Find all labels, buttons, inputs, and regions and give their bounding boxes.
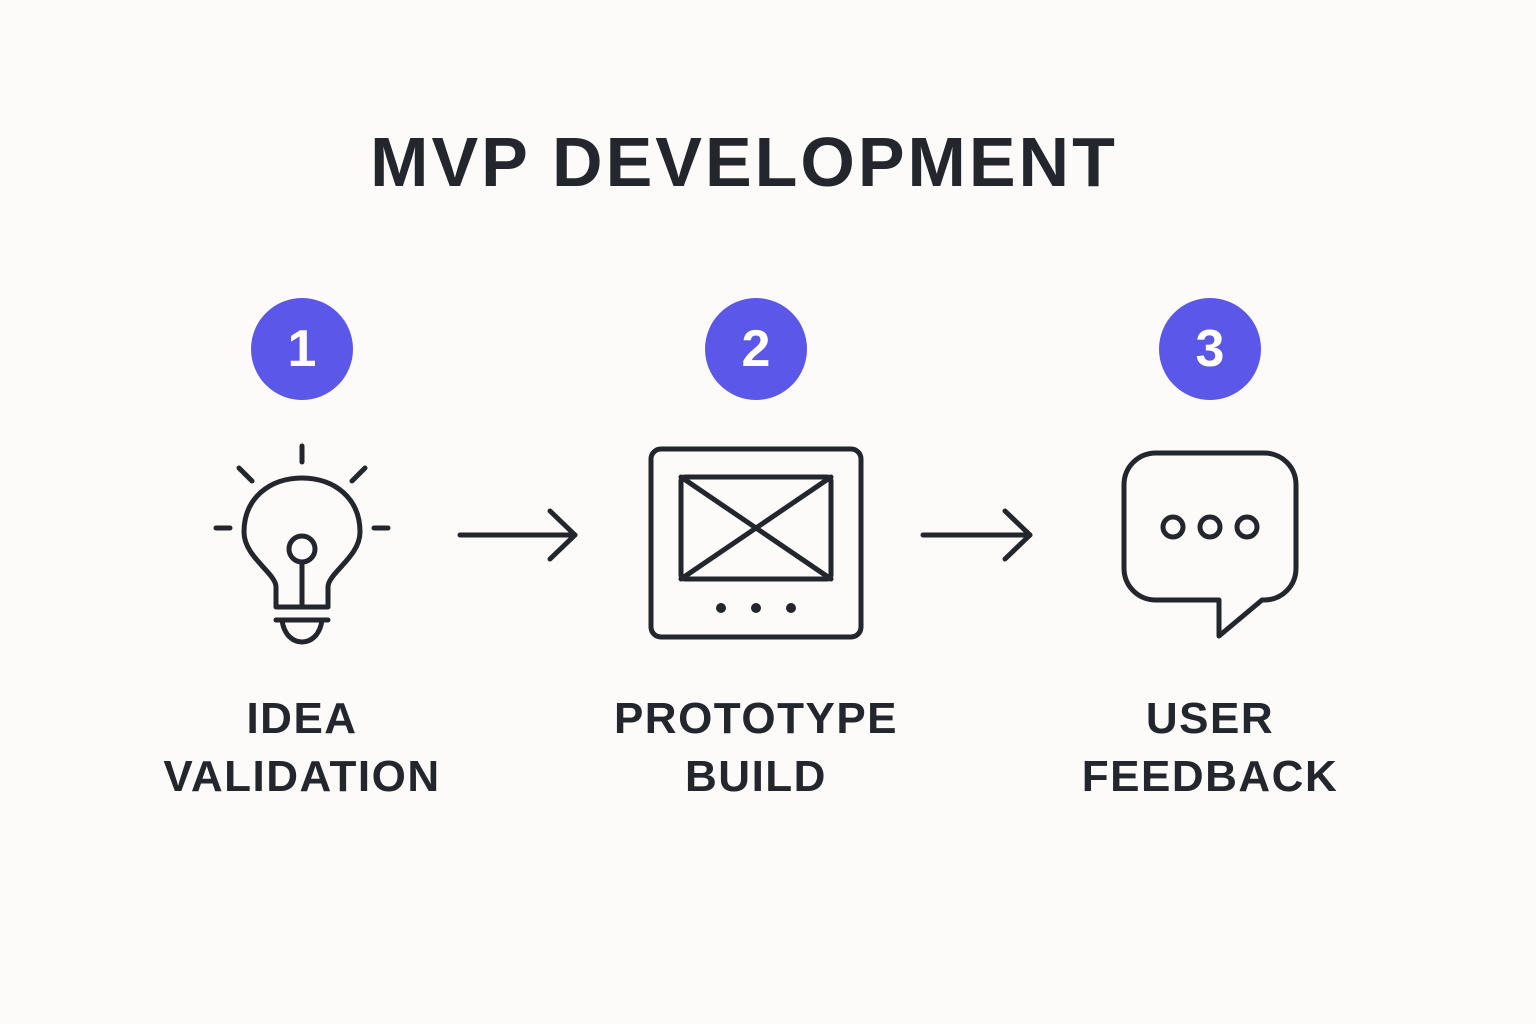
step-label-line: PROTOTYPE	[613, 694, 899, 743]
page-title: MVP DEVELOPMENT	[370, 123, 1118, 201]
step-number-badge: 1	[251, 298, 353, 400]
chat-dot	[1160, 514, 1186, 540]
step-label: USER FEEDBACK	[1010, 690, 1410, 806]
step-label-line: IDEA	[246, 694, 358, 743]
chat-dot	[1234, 514, 1260, 540]
step-number-badge: 2	[705, 298, 807, 400]
arrow-right-icon	[455, 505, 585, 565]
wireframe-screen-icon	[636, 430, 876, 660]
step-user-feedback: 3 USER FEEDBACK	[1010, 0, 1410, 1024]
step-label-line: FEEDBACK	[1081, 752, 1339, 801]
lightbulb-icon	[182, 430, 422, 660]
chat-bubble-outline	[1121, 450, 1299, 639]
step-label: PROTOTYPE BUILD	[556, 690, 956, 806]
step-label-line: USER	[1145, 694, 1275, 743]
step-prototype-build: 2 PROTOTYPE BUILD	[556, 0, 956, 1024]
step-number-badge: 3	[1159, 298, 1261, 400]
step-label-line: BUILD	[685, 752, 827, 801]
arrow-right-icon	[918, 505, 1048, 565]
step-label-line: VALIDATION	[163, 752, 441, 801]
step-idea-validation: 1 IDEA VALIDATION	[102, 0, 502, 1024]
chat-bubble-icon	[1090, 430, 1330, 660]
step-label: IDEA VALIDATION	[102, 690, 502, 806]
chat-dot	[1197, 514, 1223, 540]
